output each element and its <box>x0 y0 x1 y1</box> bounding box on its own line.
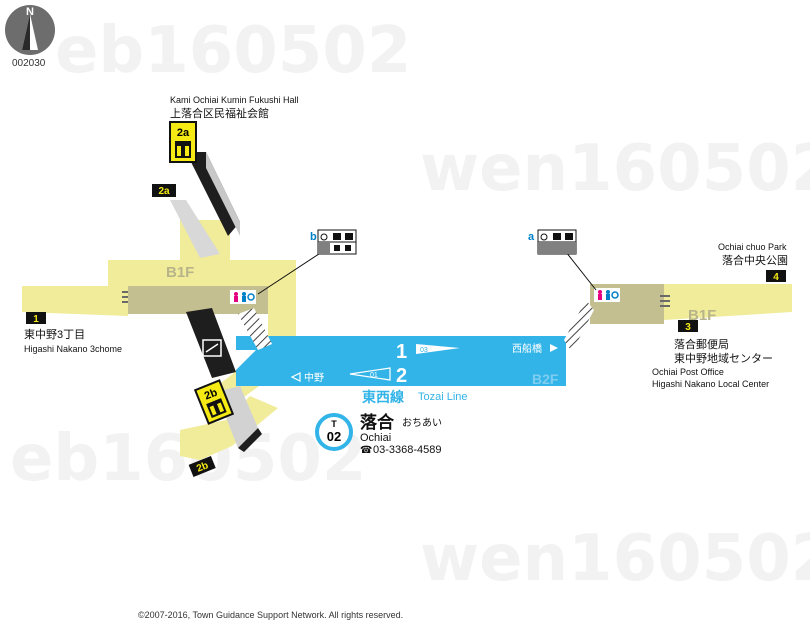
east-gate-marks <box>660 295 670 307</box>
east-level-label: B1F <box>688 307 716 324</box>
escalator-icon <box>202 339 222 357</box>
exit-2a-elevator: 2a <box>169 121 197 163</box>
exit-4-label-en: Ochiai chuo Park <box>718 242 787 252</box>
gate-b-label: b <box>310 231 317 243</box>
exit-2a-elevator-label: 2a <box>177 127 190 139</box>
wheelchair-icon <box>320 233 328 241</box>
track-2-arrow: 01 <box>349 367 391 381</box>
ticket-icon <box>333 233 341 240</box>
station-phone: 03-3368-4589 <box>373 444 442 456</box>
exit-2a-label-en: Kami Ochiai Kumin Fukushi Hall <box>170 95 299 105</box>
east-restroom-icon <box>594 288 620 302</box>
west-restroom-icon <box>230 290 256 304</box>
exit-2a-label-ja: 上落合区民福祉会館 <box>170 106 269 120</box>
exit-3-label-en-2: Higashi Nakano Local Center <box>652 379 769 389</box>
station-name-kana: おちあい <box>402 417 442 429</box>
gate-a-label: a <box>528 231 535 243</box>
track-2-number: 2 <box>396 365 407 387</box>
exit-2a-stairway <box>170 152 240 258</box>
west-concourse <box>22 220 296 460</box>
watermark-text-4: wen160502 <box>420 522 810 596</box>
exit-2a-number: 2a <box>158 186 170 197</box>
station-name-ja: 落合 <box>360 412 395 432</box>
watermark: eb160502 wen160502 eb160502 wen160502 <box>10 14 810 596</box>
track-1-code: 03 <box>420 347 428 354</box>
platform-b2f <box>236 336 566 386</box>
phone-icon: ☎ <box>360 445 372 456</box>
elevator-icon <box>206 398 227 418</box>
exit-3-label-ja-1: 落合郵便局 <box>674 337 729 351</box>
exit-1-number: 1 <box>33 314 39 325</box>
station-number-icon: T 02 <box>315 413 353 451</box>
elevator-icon <box>175 141 191 158</box>
west-level-label: B1F <box>166 264 194 281</box>
line-name-en: Tozai Line <box>418 391 468 403</box>
west-stairs-to-platform <box>238 308 272 350</box>
gate-a-leader <box>565 251 597 291</box>
track-1-number: 1 <box>396 341 407 363</box>
track-1-arrow: 03 <box>416 344 460 354</box>
watermark-text-1: eb160502 <box>55 14 411 88</box>
exit-2b-elevator: 2b <box>193 379 235 425</box>
direction-east-arrow-icon <box>550 344 558 352</box>
station-name-en: Ochiai <box>360 432 391 444</box>
exit-1-label-en: Higashi Nakano 3chome <box>24 344 122 354</box>
exit-2b-number: 2b <box>195 460 210 475</box>
gate-a-callout: a <box>528 229 577 255</box>
direction-west: 中野 <box>304 371 324 384</box>
exit-2a-badge[interactable]: 2a <box>152 184 176 197</box>
exit-3-badge[interactable]: 3 <box>678 320 698 333</box>
track-2-code: 01 <box>370 372 378 379</box>
exit-1-badge[interactable]: 1 <box>26 312 46 325</box>
exit-4-label-ja: 落合中央公園 <box>722 253 788 267</box>
direction-east: 西船橋 <box>512 342 542 355</box>
elevator-icon <box>565 233 573 240</box>
exit-3-number: 3 <box>685 322 691 333</box>
direction-west-arrow-icon <box>290 372 301 382</box>
exit-1-label-ja: 東中野3丁目 <box>24 328 85 341</box>
elevator-icon <box>345 233 353 240</box>
escalator-block <box>186 308 236 378</box>
ticket-icon <box>553 233 561 240</box>
north-compass-icon: N <box>5 5 55 55</box>
compass-letter: N <box>26 6 34 18</box>
watermark-text-2: wen160502 <box>420 132 810 206</box>
wheelchair-icon <box>540 233 548 241</box>
exit-2b-badge[interactable]: 2b <box>188 455 216 477</box>
east-concourse <box>664 284 792 320</box>
exit-2b-elevator-label: 2b <box>203 387 220 403</box>
map-code: 002030 <box>12 58 46 69</box>
west-gate-marks <box>122 291 128 303</box>
line-name-ja: 東西線 <box>362 389 404 405</box>
east-stairs-to-platform <box>564 300 594 352</box>
exit-3-label-en-1: Ochiai Post Office <box>652 367 724 377</box>
platform-level-label: B2F <box>532 371 559 387</box>
copyright: ©2007-2016, Town Guidance Support Networ… <box>138 610 403 620</box>
station-line-code: T <box>331 419 337 429</box>
exit-4-badge[interactable]: 4 <box>766 270 786 283</box>
exit-4-number: 4 <box>773 272 779 283</box>
station-number: 02 <box>327 429 341 444</box>
gate-b-leader <box>257 247 329 295</box>
exit-3-label-ja-2: 東中野地域センター <box>674 352 773 365</box>
gate-b-callout: b <box>310 229 357 255</box>
